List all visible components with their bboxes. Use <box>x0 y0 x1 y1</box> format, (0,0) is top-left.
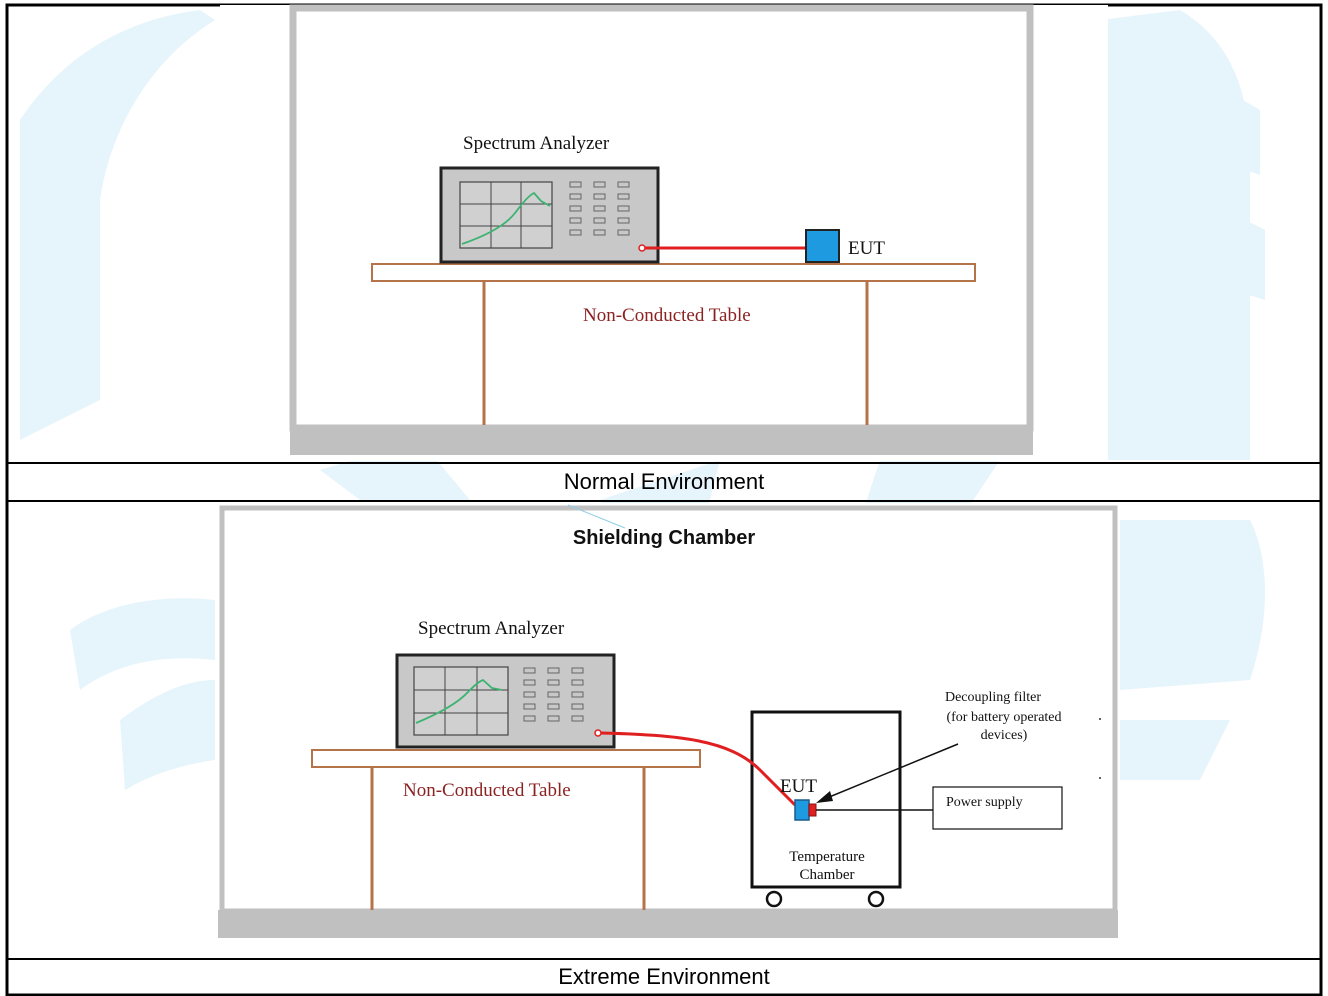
arrowhead-icon <box>816 791 833 803</box>
analyzer-screen <box>459 181 553 249</box>
spectrum-trace <box>415 678 503 724</box>
watermark-shape <box>1120 720 1230 780</box>
power-supply-box <box>932 786 1063 830</box>
table-label: Non-Conducted Table <box>583 305 751 326</box>
caption-extreme-environment: Extreme Environment <box>558 964 770 989</box>
watermark-shape <box>120 680 215 790</box>
analyzer-buttons <box>569 181 630 236</box>
chamber-floor <box>290 425 1033 455</box>
table-top <box>371 263 976 282</box>
rf-cable <box>600 731 797 807</box>
table-top <box>311 749 701 768</box>
eut-device <box>805 229 840 263</box>
spectrum-analyzer <box>395 653 616 749</box>
spectrum-analyzer <box>439 166 660 264</box>
chamber-title: Shielding Chamber <box>573 527 755 549</box>
eut-label: EUT <box>848 238 885 259</box>
normal-environment-diagram: Spectrum Analyzer EUT Non-Conducted Tabl… <box>220 4 1108 461</box>
watermark-shape <box>20 10 215 440</box>
chamber-floor <box>218 910 1118 938</box>
power-supply-label: Power supply <box>946 795 1023 810</box>
watermark-shape <box>1120 520 1265 690</box>
chamber-wheel <box>867 890 885 908</box>
eut-label: EUT <box>780 776 817 797</box>
eut-device <box>794 799 810 821</box>
extreme-environment-diagram: Shielding Chamber Spectrum Analyzer Non-… <box>218 504 1118 938</box>
chamber-wheel <box>765 890 783 908</box>
caption-normal-environment: Normal Environment <box>563 469 765 494</box>
temp-chamber-label: Temperature <box>789 849 865 865</box>
table-label: Non-Conducted Table <box>403 780 571 801</box>
analyzer-label: Spectrum Analyzer <box>463 133 610 154</box>
temp-chamber-label: Chamber <box>800 867 855 883</box>
chamber-wall <box>289 4 1034 432</box>
filter-label: (for battery operated <box>946 710 1061 725</box>
filter-pointer-arrow <box>821 743 959 801</box>
spectrum-trace <box>461 191 551 245</box>
decoupling-filter <box>808 803 817 817</box>
analyzer-label: Spectrum Analyzer <box>418 618 565 639</box>
temperature-chamber: Temperature Chamber <box>750 710 902 908</box>
rf-port <box>594 729 602 737</box>
watermark-shape <box>70 598 215 690</box>
watermark-shape <box>1110 79 1260 175</box>
watermark-shape <box>1110 203 1265 300</box>
analyzer-buttons <box>523 667 584 722</box>
analyzer-screen <box>413 666 509 736</box>
filter-label: Decoupling filter <box>945 690 1041 705</box>
filter-label: devices) <box>981 728 1028 743</box>
